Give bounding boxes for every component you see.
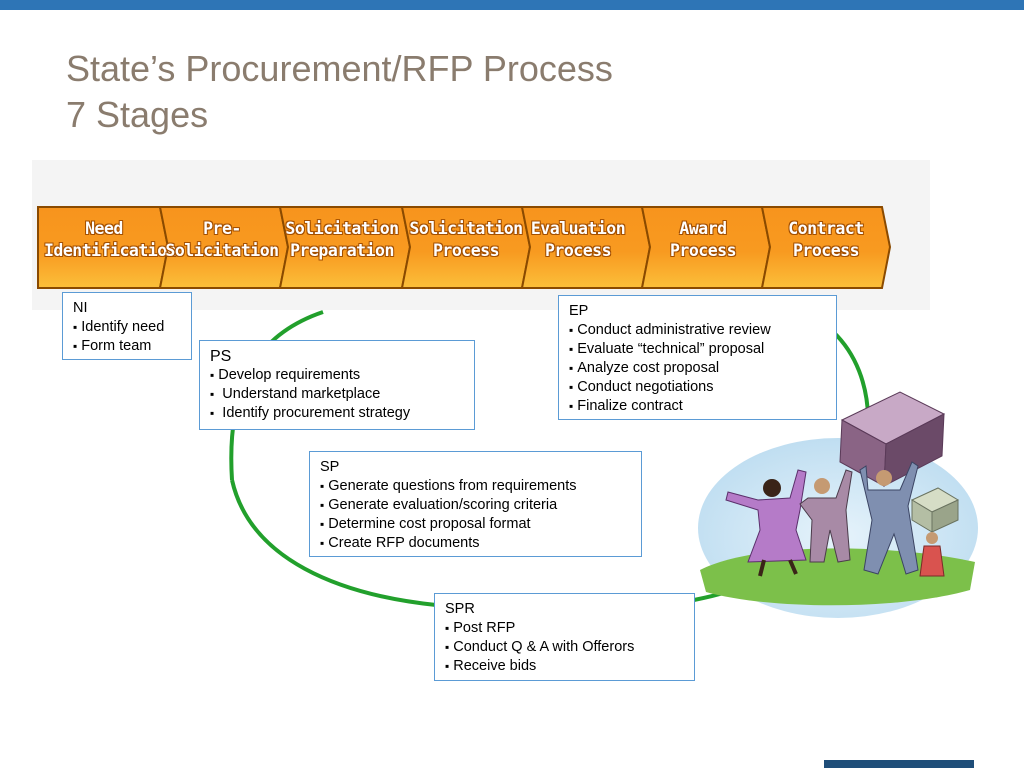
man-figure-icon	[799, 469, 853, 563]
box-ni-heading: NI	[73, 300, 88, 316]
list-item: Evaluate “technical” proposal	[569, 340, 826, 359]
list-item: Develop requirements	[210, 366, 464, 385]
list-item: Post RFP	[445, 619, 684, 638]
box-ps-heading: PS	[210, 348, 232, 365]
title-line-1: State’s Procurement/RFP Process	[66, 48, 613, 89]
list-item: Understand marketplace	[210, 385, 464, 404]
list-item: Analyze cost proposal	[569, 359, 826, 378]
chevron-contract-process	[760, 206, 892, 289]
list-item: Receive bids	[445, 657, 684, 676]
large-box-icon	[839, 391, 946, 487]
box-pre-solicitation: PS Develop requirements Understand marke…	[199, 340, 475, 430]
title-line-2: 7 Stages	[66, 94, 209, 135]
list-item: Generate evaluation/scoring criteria	[320, 496, 631, 515]
woman-figure-icon	[725, 469, 807, 577]
list-item: Identify procurement strategy	[210, 404, 464, 423]
list-item: Determine cost proposal format	[320, 515, 631, 534]
footer-corner-tab	[824, 760, 974, 768]
slide-title: State’s Procurement/RFP Process 7 Stages	[66, 46, 613, 138]
box-solicitation-process: SPR Post RFP Conduct Q & A with Offerors…	[434, 593, 695, 681]
list-item: Finalize contract	[569, 397, 826, 416]
box-ep-heading: EP	[569, 303, 589, 319]
stage-label-pre-solicitation: Pre-Solicitation	[165, 219, 279, 260]
list-item: Conduct negotiations	[569, 378, 826, 397]
list-item: Conduct Q & A with Offerors	[445, 638, 684, 657]
list-item: Conduct administrative review	[569, 321, 826, 340]
box-solicitation-preparation: SP Generate questions from requirements …	[309, 451, 642, 557]
list-item: Identify need	[73, 318, 181, 337]
list-item: Form team	[73, 337, 181, 356]
list-item: Create RFP documents	[320, 534, 631, 553]
top-accent-bar	[0, 0, 1024, 10]
box-need-identification: NI Identify need Form team	[62, 292, 192, 360]
box-sp-heading: SP	[320, 459, 340, 475]
list-item: Generate questions from requirements	[320, 477, 631, 496]
lifting-man-figure-icon	[859, 461, 919, 575]
box-evaluation-process: EP Conduct administrative review Evaluat…	[558, 295, 837, 420]
stage-chevrons	[37, 206, 892, 289]
box-spr-heading: SPR	[445, 601, 475, 617]
child-figure-icon	[919, 532, 945, 577]
